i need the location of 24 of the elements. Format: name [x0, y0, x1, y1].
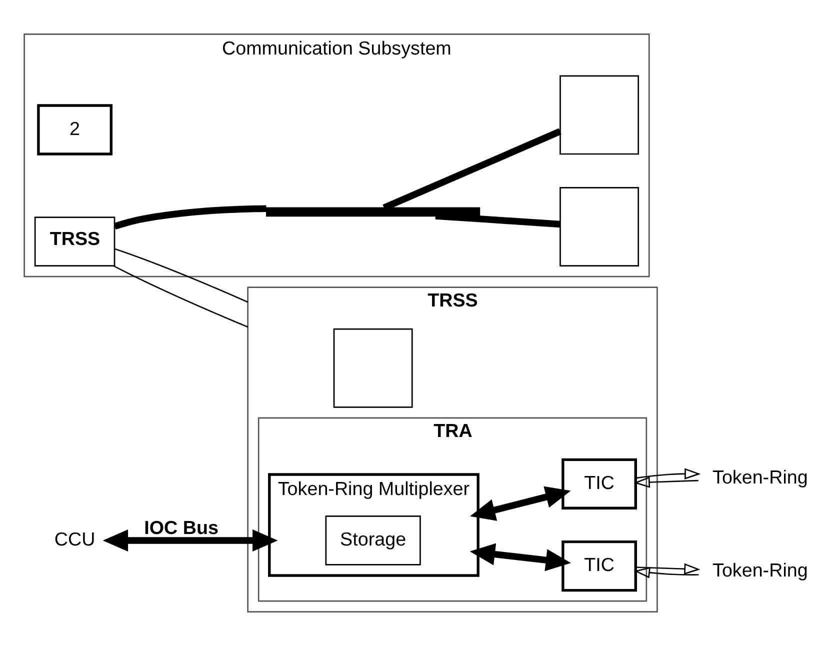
arrow: [634, 567, 699, 578]
connector: [114, 205, 266, 230]
node-text: Token-Ring: [712, 559, 808, 580]
node-box: TIC: [562, 540, 637, 592]
arrow: [634, 476, 698, 488]
node-box: [560, 75, 640, 155]
connector: [114, 248, 248, 303]
connector: [435, 212, 560, 228]
node-box: TIC: [562, 458, 637, 510]
arrow: [102, 529, 278, 552]
edge-label: IOC Bus: [144, 517, 218, 538]
arrow: [636, 468, 701, 480]
node-box: Storage: [325, 516, 421, 566]
node-box: TRSS: [34, 216, 116, 266]
node-box: 2: [37, 104, 112, 156]
node-bar: [266, 207, 480, 217]
arrow: [636, 563, 700, 575]
node-text: Token-Ring: [712, 466, 808, 488]
arrow: [470, 543, 572, 572]
node-text: CCU: [54, 528, 96, 550]
connector: [113, 265, 248, 328]
node-box: [333, 328, 413, 408]
arrow: [470, 486, 571, 521]
node-box: [560, 187, 640, 266]
